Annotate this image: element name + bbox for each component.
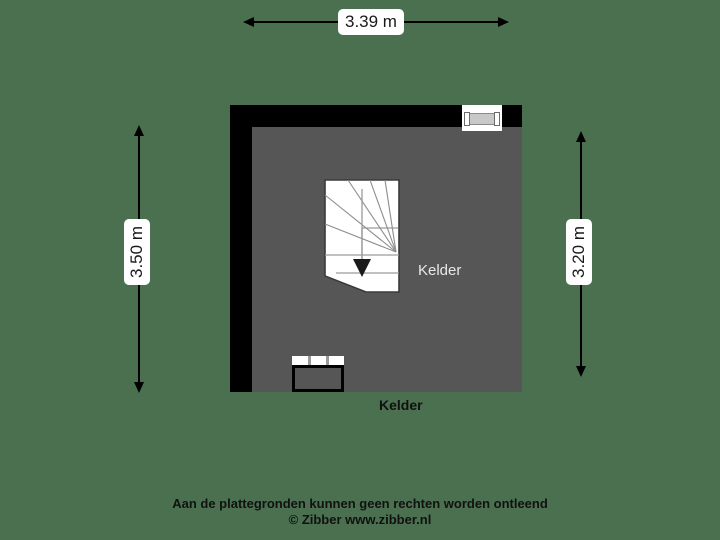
dimension-left-label: 3.50 m: [123, 219, 150, 285]
dimension-right-label: 3.20 m: [565, 219, 592, 285]
stair-direction-arrow-icon: [353, 259, 371, 277]
stair-winder-line: [369, 179, 397, 253]
window-jamb-left: [464, 112, 470, 126]
stair-winder-line: [384, 179, 397, 253]
dimension-left-arrow-up-icon: [134, 125, 144, 136]
stair-winder-line: [324, 194, 397, 253]
door-leaf-divider-right: [326, 356, 329, 365]
dimension-top-arrow-left-icon: [243, 17, 254, 27]
room-label-kelder: Kelder: [418, 262, 462, 279]
dimension-right-arrow-up-icon: [576, 131, 586, 142]
stair-winder-line: [347, 179, 397, 253]
footer-line-1: Aan de plattegronden kunnen geen rechten…: [172, 496, 548, 511]
staircase-graphic: [324, 179, 400, 293]
staircase: [322, 179, 402, 295]
door-bottom-opening: [292, 356, 344, 365]
porch-step: [292, 365, 344, 392]
footer-disclaimer: Aan de plattegronden kunnen geen rechten…: [0, 496, 720, 528]
stair-winder-line: [324, 223, 397, 253]
footer-line-2: © Zibber www.zibber.nl: [288, 512, 432, 527]
door-leaf-divider-left: [308, 356, 311, 365]
window-pane: [466, 113, 498, 125]
caption-kelder-outside: Kelder: [379, 397, 423, 413]
dimension-top-label: 3.39 m: [338, 9, 404, 35]
dimension-left-arrow-down-icon: [134, 382, 144, 393]
dimension-right-arrow-down-icon: [576, 366, 586, 377]
building-outline: Kelder: [230, 105, 522, 392]
window-jamb-right: [494, 112, 500, 126]
window-top-wall: [462, 105, 502, 131]
dimension-top-arrow-right-icon: [498, 17, 509, 27]
